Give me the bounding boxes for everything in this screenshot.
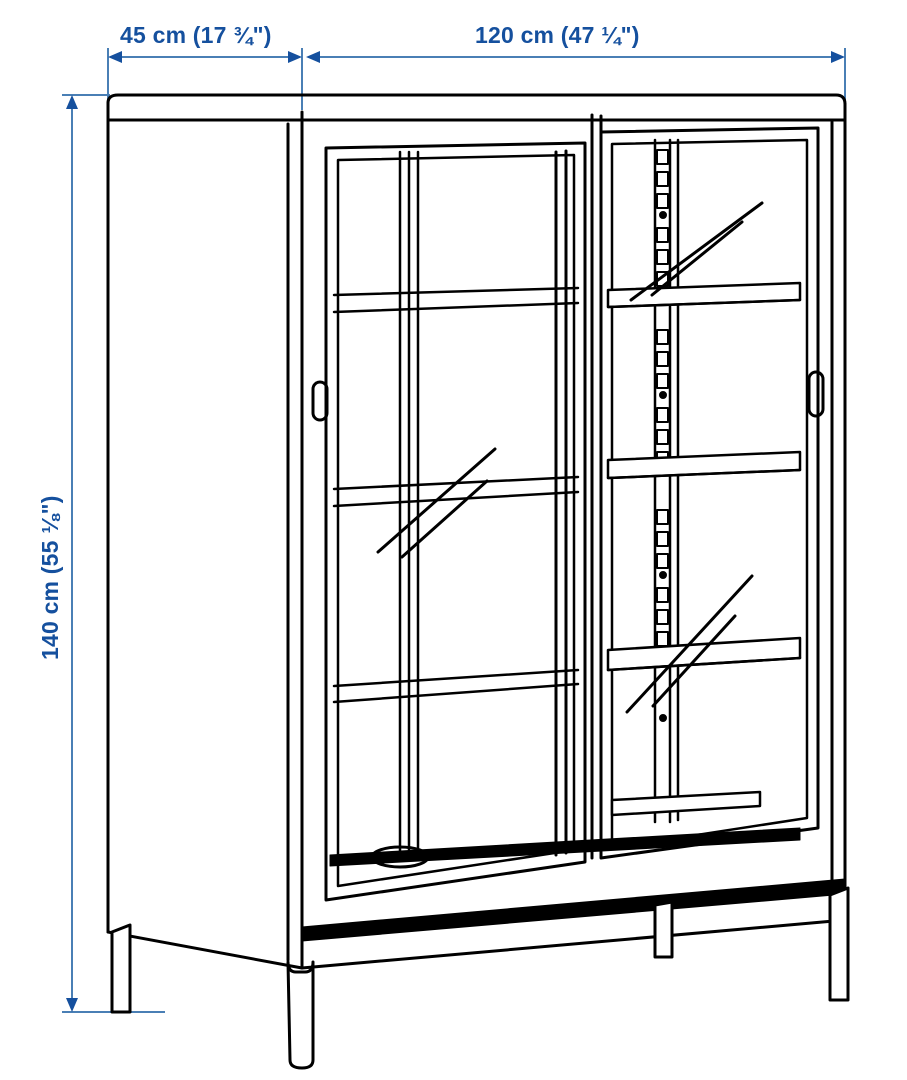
- right-door-handle[interactable]: [807, 370, 825, 418]
- arrow-bottom-height: [66, 998, 78, 1012]
- leg-rear-center: [653, 900, 674, 959]
- leg-front-left: [110, 923, 132, 1014]
- arrow-left-width: [306, 51, 320, 63]
- right-sliding-glass-door[interactable]: [590, 113, 825, 860]
- arrow-right-depth: [288, 51, 302, 63]
- arrow-right-width: [831, 51, 845, 63]
- left-door-handle[interactable]: [311, 380, 329, 422]
- height-dimension-line: [66, 95, 78, 1012]
- right-bottom-panel: [610, 790, 762, 817]
- left-sliding-glass-door[interactable]: [311, 141, 587, 902]
- cabinet-legs: [110, 886, 850, 1070]
- left-side-panel: [106, 101, 304, 970]
- perforated-upright-post: [653, 138, 680, 824]
- depth-dimension-line: [108, 51, 302, 63]
- left-glass-reflection: [376, 447, 497, 559]
- leg-front-center: [286, 960, 315, 1070]
- width-dimension-label: 120 cm (47 ¼"): [475, 22, 640, 48]
- leg-front-right: [828, 886, 850, 1002]
- right-glass-reflection: [625, 201, 764, 714]
- arrow-top-height: [66, 95, 78, 109]
- cabinet-illustration: [106, 93, 850, 1070]
- depth-dimension-label: 45 cm (17 ¾"): [120, 22, 272, 48]
- mullion-foot-ellipse: [370, 845, 430, 869]
- dimension-annotations: [62, 48, 846, 1013]
- height-dimension-label: 140 cm (55 ⅛"): [37, 495, 63, 660]
- left-shelf-lines: [332, 286, 580, 704]
- width-dimension-line: [306, 51, 845, 63]
- arrow-left-depth: [108, 51, 122, 63]
- right-shelves: [606, 281, 802, 672]
